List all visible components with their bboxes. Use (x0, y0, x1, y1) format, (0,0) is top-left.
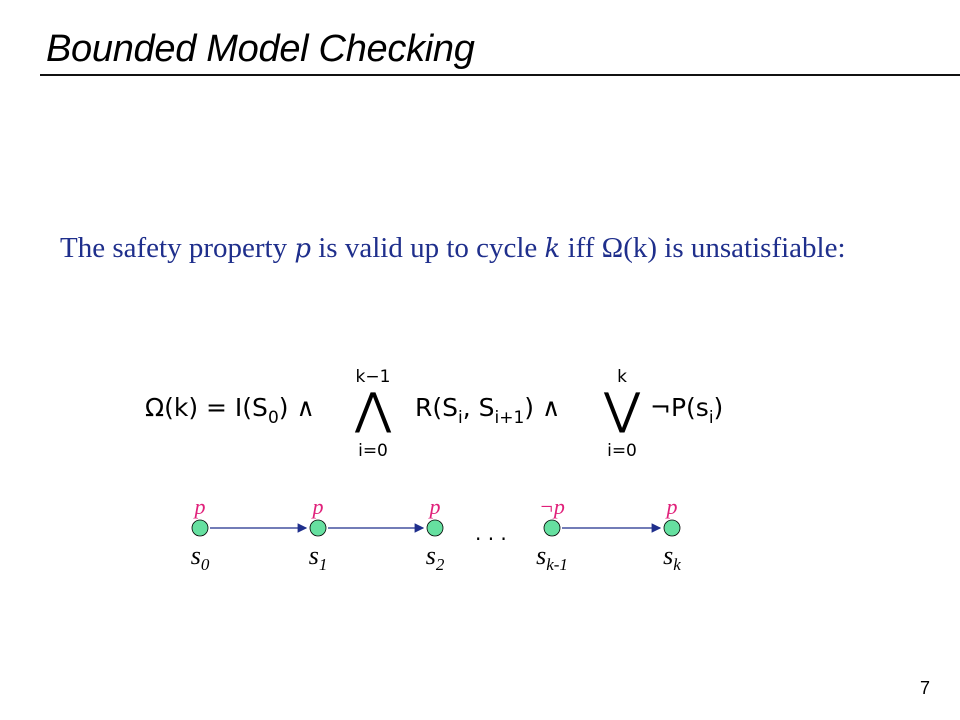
state-path-diagram: . . . p s0 p s1 p s2 ¬p sk-1 p sk (191, 494, 682, 574)
bmc-formula: Ω(k) = I(S0) ∧ k−1 ⋀ i=0 R(Si, Si+1) ∧ k… (145, 367, 723, 460)
state-property-label: ¬p (539, 494, 565, 519)
formula-rel-mid: , S (463, 393, 495, 422)
page-number: 7 (919, 678, 930, 698)
big-and-upper: k−1 (356, 367, 391, 387)
state-property-label: p (311, 494, 324, 519)
title-underline (40, 74, 960, 76)
formula-lhs-sub: 0 (268, 408, 279, 428)
formula-neg-sub: i (709, 408, 714, 428)
formula-negation: ¬P(s (650, 393, 709, 422)
state-property-label: p (193, 494, 206, 519)
svg-text:¬P(si): ¬P(si) (650, 393, 723, 428)
safety-statement: The safety property p is valid up to cyc… (60, 226, 920, 271)
state-node (663, 519, 681, 537)
state-property-label: p (665, 494, 678, 519)
state-node (543, 519, 561, 537)
slide-title: Bounded Model Checking (46, 28, 475, 70)
statement-text-3: iff (560, 232, 602, 264)
formula-close: ) (714, 393, 724, 422)
state-name-label: s1 (309, 541, 328, 574)
var-p: p (294, 234, 311, 264)
statement-text-2: is valid up to cycle (310, 232, 545, 264)
formula-rel-sub-1: i (458, 408, 463, 428)
big-or-upper: k (617, 367, 627, 387)
formula-relation: R(S (415, 393, 458, 422)
state-name-label: sk-1 (536, 541, 568, 574)
big-and-icon: ⋀ (354, 384, 392, 435)
svg-text:R(Si, Si+1) ∧: R(Si, Si+1) ∧ (415, 393, 560, 428)
formula-and-1: ) ∧ (279, 393, 315, 422)
state-property-label: p (428, 494, 441, 519)
state-name-label: s0 (191, 541, 210, 574)
var-k: k (544, 234, 561, 264)
omega-k: Ω(k) (601, 232, 658, 264)
statement-text-1: The safety property (60, 232, 295, 264)
state-name-label: sk (663, 541, 681, 574)
formula-lhs: Ω(k) = I(S (145, 393, 268, 422)
state-node (426, 519, 444, 537)
state-node (191, 519, 209, 537)
state-name-label: s2 (426, 541, 445, 574)
statement-text-4: is unsatisfiable: (657, 232, 846, 264)
formula-and-2: ) ∧ (524, 393, 560, 422)
svg-text:Ω(k) = I(S0) ∧: Ω(k) = I(S0) ∧ (145, 393, 315, 428)
big-or-lower: i=0 (607, 441, 637, 460)
path-ellipsis: . . . (475, 521, 507, 545)
formula-rel-sub-2: i+1 (495, 408, 525, 428)
big-or-icon: ⋁ (603, 384, 641, 435)
big-and-lower: i=0 (358, 441, 388, 460)
state-node (309, 519, 327, 537)
